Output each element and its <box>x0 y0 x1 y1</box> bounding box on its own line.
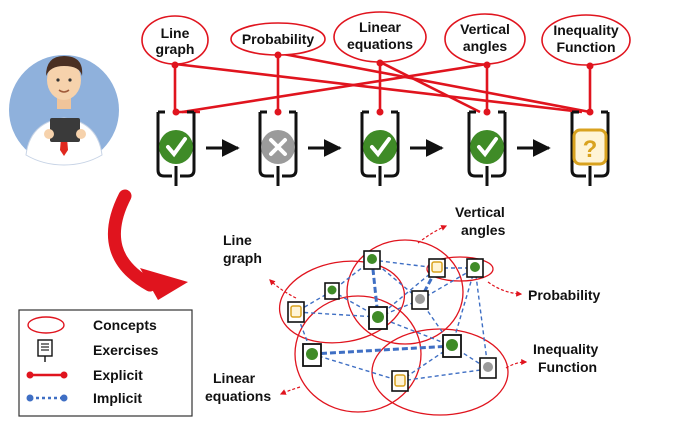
concept-label: Function <box>556 39 615 55</box>
explicit-line-icon <box>26 371 68 379</box>
concept-ellipse-icon <box>27 316 65 334</box>
legend-explicit: Explicit <box>93 367 143 383</box>
top-concept-vertical-angles: Vertical angles <box>444 13 526 65</box>
graph-exercise-unknown <box>391 370 409 392</box>
concept-label: Vertical <box>460 21 510 37</box>
concept-label: equations <box>347 36 413 52</box>
concept-label: Probability <box>242 31 315 47</box>
top-concept-line-graph: Line graph <box>141 15 209 65</box>
student-avatar <box>9 55 119 166</box>
exercise-icon <box>37 339 53 362</box>
exercise-sequence: ? <box>156 110 610 186</box>
graph-label-inequality-function: Function <box>538 359 597 375</box>
check-icon <box>470 130 504 164</box>
graph-label-line-graph: Line <box>223 232 252 248</box>
graph-exercise-nodes <box>287 250 497 392</box>
legend-implicit: Implicit <box>93 390 142 406</box>
graph-label-probability: Probability <box>528 287 601 303</box>
exercise-1-correct <box>156 110 196 186</box>
graph-exercise-correct <box>466 258 484 278</box>
svg-text:?: ? <box>583 136 598 163</box>
concept-label: Line <box>161 25 190 41</box>
graph-label-inequality-function: Inequality <box>533 341 599 357</box>
graph-exercise-correct <box>324 282 340 300</box>
graph-label-line-graph: graph <box>223 250 262 266</box>
graph-exercise-correct <box>302 343 322 367</box>
legend-exercises: Exercises <box>93 342 159 358</box>
graph-label-linear-equations: equations <box>205 388 271 404</box>
top-concept-probability: Probability <box>230 22 326 56</box>
graph-exercise-correct <box>442 334 462 358</box>
transform-arrow <box>107 189 188 300</box>
top-explicit-links <box>173 51 592 114</box>
concept-label: angles <box>463 38 508 54</box>
question-icon <box>572 128 608 166</box>
legend: Concepts Exercises Explicit Implicit <box>18 309 193 417</box>
graph-label-vertical-angles: Vertical <box>455 204 505 220</box>
graph-label-linear-equations: Linear <box>213 370 256 386</box>
graph-exercise-wrong <box>479 357 497 379</box>
graph-labels: Line graph Vertical angles Probability I… <box>205 204 601 404</box>
top-concept-linear-equations: Linear equations <box>333 11 427 63</box>
exercise-3-correct <box>360 110 400 186</box>
top-concept-inequality-function: Inequality Function <box>541 14 631 66</box>
concept-label: graph <box>156 41 195 57</box>
graph-concept-ellipses <box>278 239 509 416</box>
legend-concepts: Concepts <box>93 317 157 333</box>
concept-label: Linear <box>359 19 402 35</box>
graph-exercise-correct <box>363 250 381 270</box>
link-dots <box>171 51 594 116</box>
check-icon <box>363 130 397 164</box>
exercise-2-wrong <box>258 110 298 186</box>
exercise-5-unknown: ? <box>570 110 610 186</box>
concept-label: Inequality <box>553 22 619 38</box>
graph-exercise-wrong <box>411 290 429 310</box>
graph-label-vertical-angles: angles <box>461 222 506 238</box>
check-icon <box>159 130 193 164</box>
graph-exercise-unknown <box>287 301 305 323</box>
graph-exercise-unknown <box>428 258 446 278</box>
graph-exercise-correct <box>368 306 388 330</box>
implicit-line-icon <box>26 394 68 402</box>
exercise-4-correct <box>467 110 507 186</box>
